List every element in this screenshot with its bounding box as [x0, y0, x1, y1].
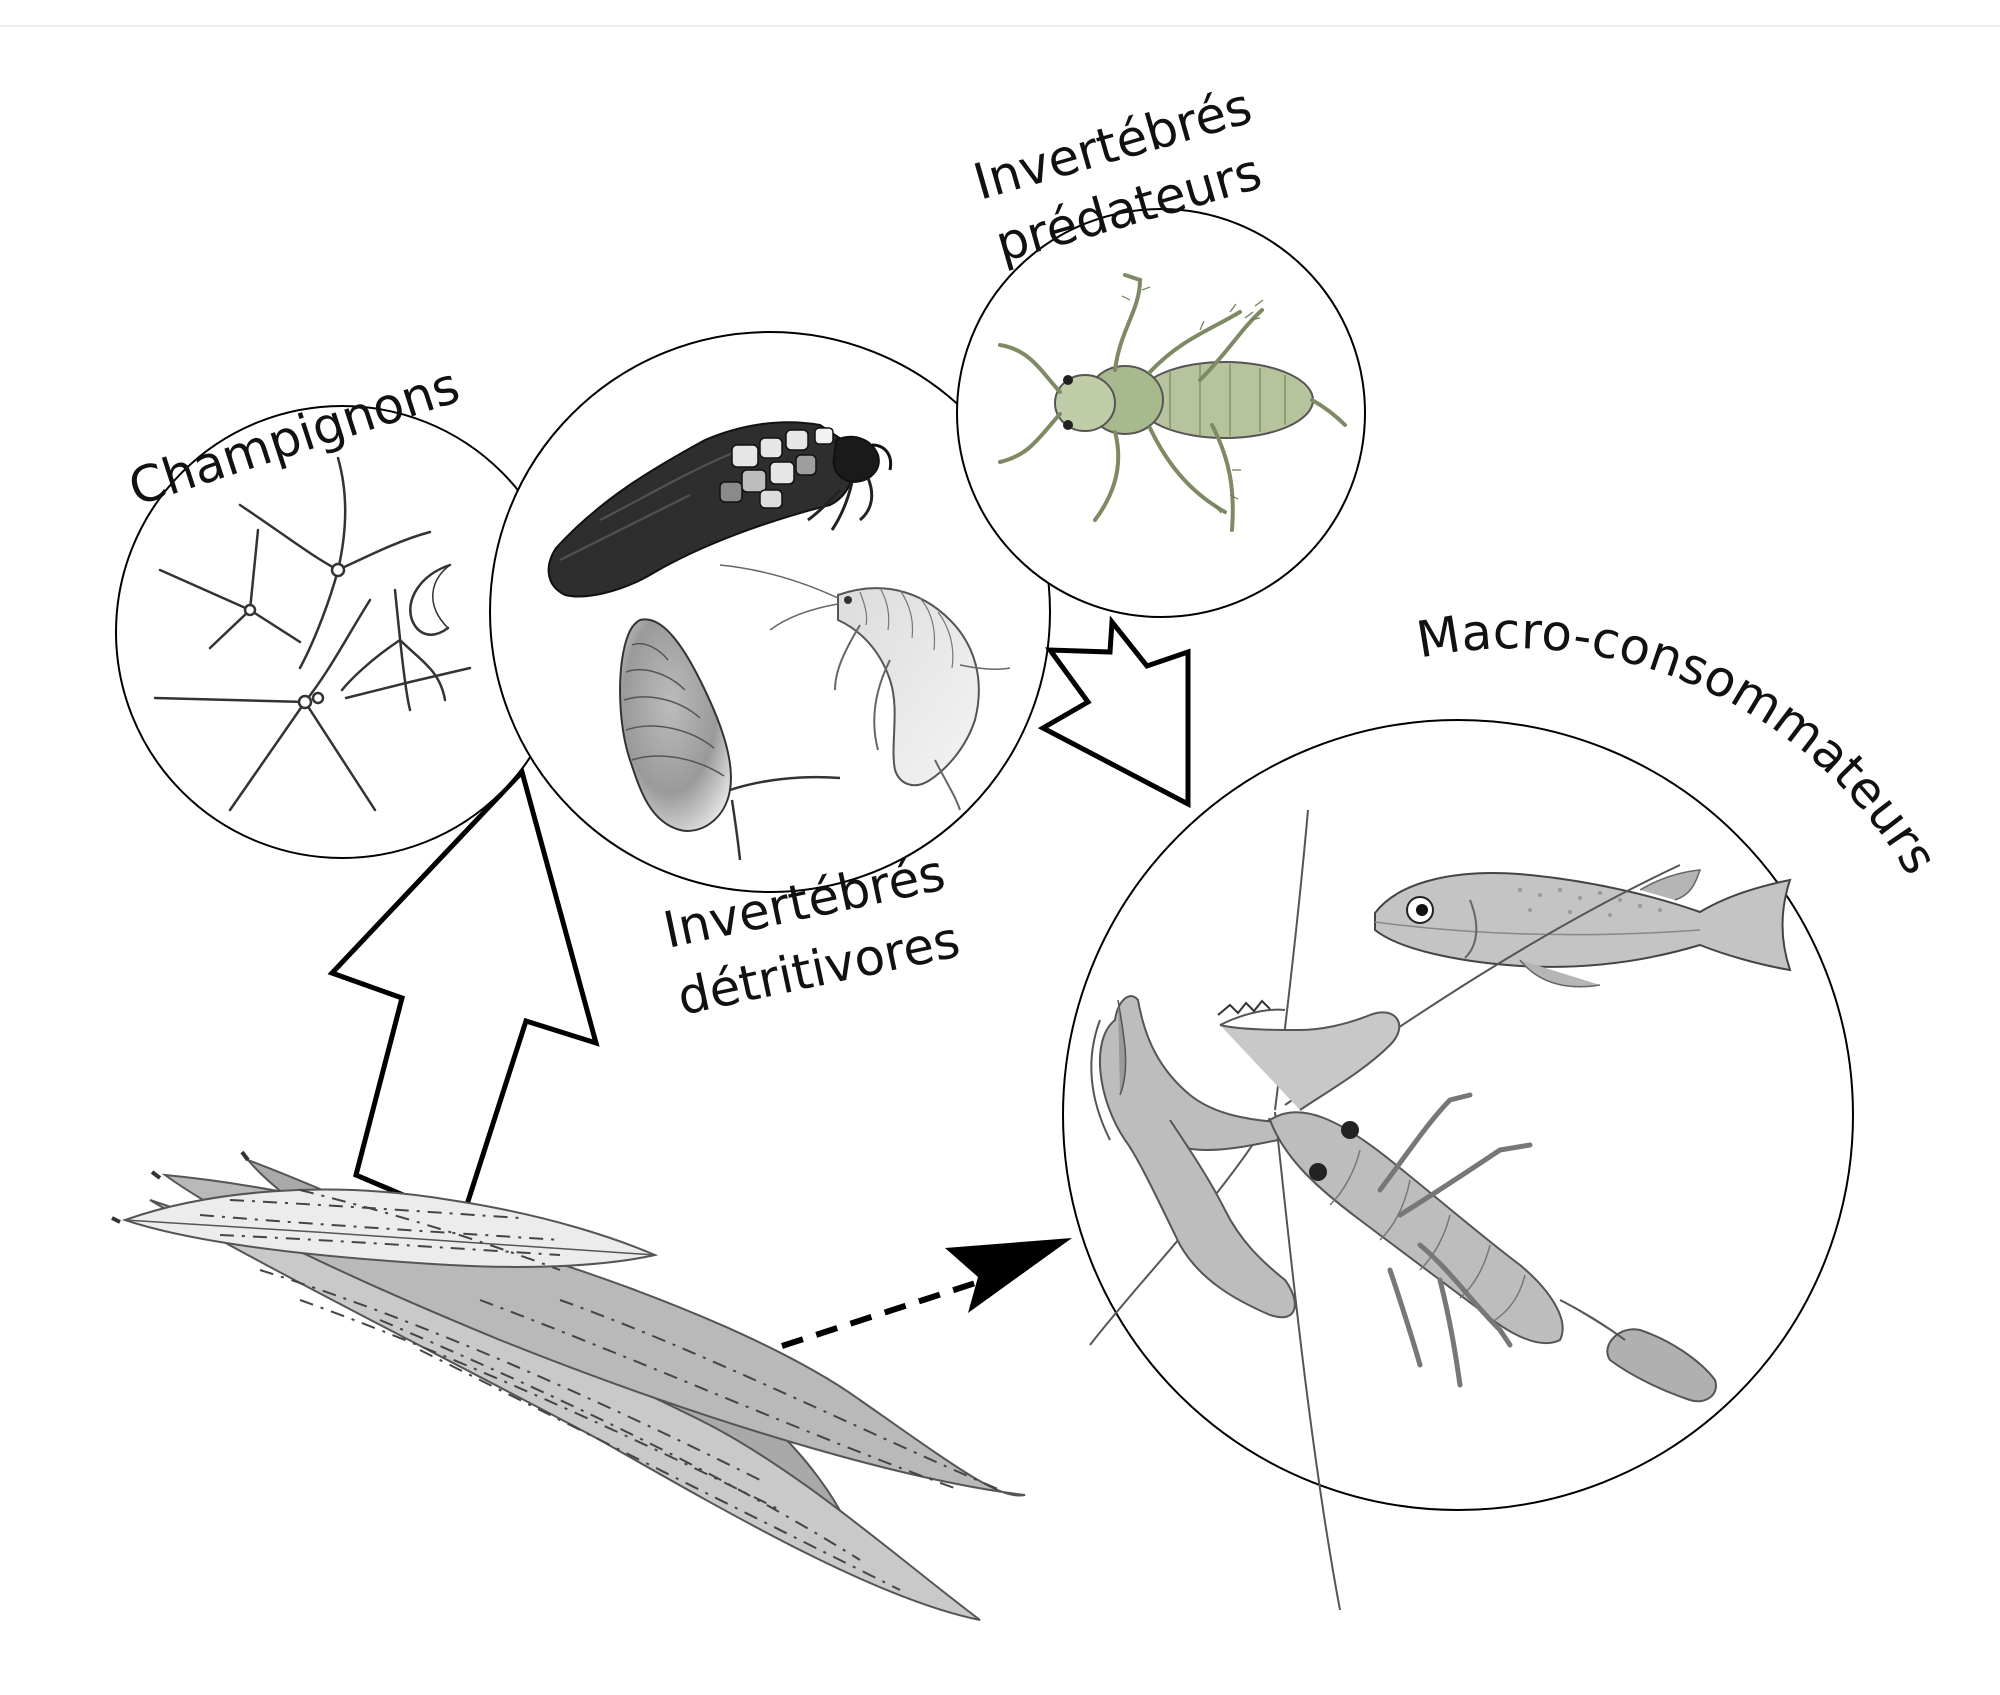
freshwater-snail-icon — [619, 618, 841, 861]
arrow-shredders-to-macro — [1037, 615, 1191, 809]
trout-fish-icon — [1374, 869, 1792, 988]
arrow-leaves-to-shredders — [327, 767, 600, 1224]
aquatic-hyphomycete-spore-icon — [153, 456, 472, 812]
stonefly-nymph-icon — [998, 273, 1347, 532]
arrow-leaves-to-macro-dashed — [781, 1238, 1072, 1349]
crayfish-icon — [1089, 809, 1717, 1611]
amphipod-gammarus-icon — [719, 564, 1011, 811]
caddisfly-larva-case-icon — [547, 421, 893, 598]
leaf-litter-icon — [111, 1150, 1026, 1621]
